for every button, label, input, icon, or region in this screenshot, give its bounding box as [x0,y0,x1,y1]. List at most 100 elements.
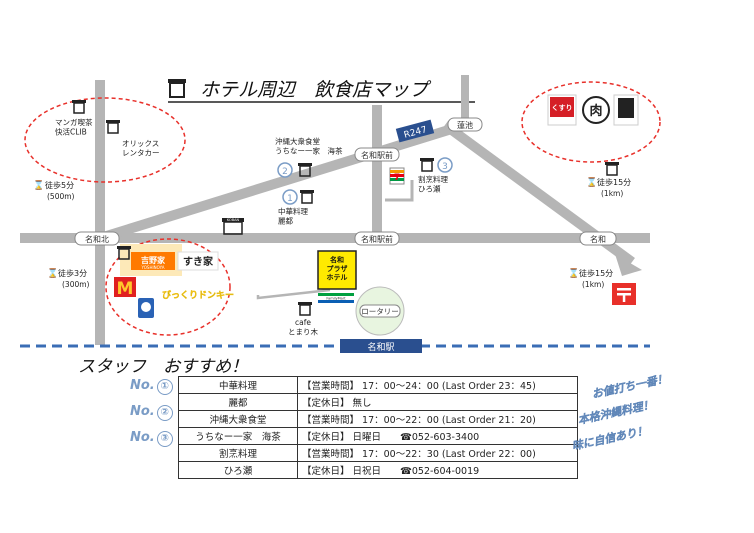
post-office-icon [612,283,636,305]
rotary: ロータリー [355,286,405,336]
svg-text:名和プラザホテル: 名和プラザホテル [327,255,348,282]
niku-logo: 肉 [582,96,610,124]
restaurants-left: 吉野家 YOSHINOYA すき家 M びっくりドンキー [114,244,234,318]
svg-text:名和駅前: 名和駅前 [361,234,393,244]
svg-text:M: M [117,279,134,299]
house-icon [117,246,131,260]
svg-text:名和北: 名和北 [85,234,109,244]
house-icon [168,79,186,98]
svg-text:名和駅前: 名和駅前 [361,150,393,160]
table-row: 沖縄大衆食堂 【営業時間】 17：00～22：00 (Last Order 21… [178,410,578,428]
bubble-manga [24,97,186,183]
okinawa-shokudo: 沖縄大衆食堂うちなー一家 海茶 2 [275,136,343,178]
map-title: ホテル周辺 飲食店マップ [200,79,432,101]
svg-text:すき家: すき家 [183,255,214,268]
svg-text:割烹料理ひろ瀬: 割烹料理ひろ瀬 [418,174,448,193]
table-row: 中華料理 【営業時間】 17：00～24：00 (Last Order 23：4… [178,376,578,394]
chuka-reito: 1 中華料理麗都 [278,189,314,225]
koban: KOBAN [222,218,244,235]
house-icon [605,162,619,176]
svg-text:(300m): (300m) [62,280,90,289]
svg-text:ロータリー: ロータリー [361,307,399,316]
bubble-restaurants-right [521,81,661,163]
number-1-marker: 1 [282,189,298,205]
building-icon [298,163,312,177]
restaurants-right: くすり 肉 [547,94,639,176]
road-small [385,180,414,202]
railway: 名和駅 [20,339,650,353]
staff-recommend-title: スタッフ おすすめ！ [78,357,248,377]
intersection-kamiike: 蓮池 [447,117,483,132]
svg-text:くすり: くすり [552,103,573,112]
svg-text:蓮池: 蓮池 [457,120,473,130]
walk-marker-4: ⌛ 徒歩15分 (1km) [568,267,613,289]
svg-text:YOSHINOYA: YOSHINOYA [141,265,165,270]
svg-text:徒歩15分: 徒歩15分 [579,268,613,278]
svg-text:肉: 肉 [589,103,602,119]
table-row: 割烹料理 【営業時間】 17：00～22：30 (Last Order 22：0… [178,444,578,462]
svg-text:(1km): (1km) [601,189,623,198]
intersection-nawa: 名和 [579,231,617,246]
hourglass-icon: ⌛ [586,176,597,188]
orix-rentacar: オリックスレンタカー [106,120,160,157]
svg-text:1: 1 [287,194,293,204]
table-row: 麗都 【定休日】 無し [178,393,578,411]
number-3-marker: 3 [437,157,453,173]
svg-text:3: 3 [442,162,448,172]
svg-text:中華料理麗都: 中華料理麗都 [278,206,308,225]
svg-text:KOBAN: KOBAN [227,218,240,222]
building-icon [298,302,312,316]
hotel-marker: 名和プラザホテル [317,250,357,290]
manga-label: マンガ喫茶快活CLIB [55,117,93,136]
familymart-icon: FamilyMart [318,293,354,303]
recommend-no-2: No.② [130,404,173,421]
table-row: ひろ瀬 【定休日】 日祝日 ☎052-604-0019 [178,461,578,479]
intersection-nawa-ekimae-south: 名和駅前 [354,231,400,246]
svg-text:びっくりドンキー: びっくりドンキー [162,289,234,301]
hourglass-icon: ⌛ [47,267,58,279]
hourglass-icon: ⌛ [33,179,44,191]
svg-text:7: 7 [394,173,400,183]
arrow-east [615,254,642,276]
walk-marker-1: ⌛ 徒歩5分 (500m) [33,179,75,201]
building-icon [72,100,86,114]
number-2-marker: 2 [277,162,293,178]
recommend-table: 中華料理 【営業時間】 17：00～24：00 (Last Order 23：4… [178,376,578,479]
svg-text:沖縄大衆食堂うちなー一家 海茶: 沖縄大衆食堂うちなー一家 海茶 [275,136,343,155]
station-label: 名和駅 [367,341,394,353]
svg-text:徒歩3分: 徒歩3分 [58,268,87,278]
title-group: ホテル周辺 飲食店マップ [168,79,475,103]
mcdonalds-logo: M [114,277,136,299]
svg-text:吉野家: 吉野家 [141,255,166,265]
svg-text:FamilyMart: FamilyMart [326,297,346,301]
blue-shop-logo [138,298,154,318]
svg-text:(500m): (500m) [47,192,75,201]
walk-marker-3: ⌛ 徒歩15分 (1km) [586,176,631,198]
building-icon [420,158,434,172]
kappo-hirose: 3 割烹料理ひろ瀬 [418,157,453,193]
svg-text:徒歩15分: 徒歩15分 [597,177,631,187]
building-icon [300,190,314,204]
izakaya-logo [613,94,639,126]
yoshinoya-logo: 吉野家 YOSHINOYA [131,252,175,270]
intersection-nawa-kita: 名和北 [74,231,120,246]
seven-eleven-icon: 7 [389,167,405,185]
manga-cafe: マンガ喫茶快活CLIB [55,100,93,136]
svg-text:名和: 名和 [590,234,606,244]
recommend-no-1: No.① [130,378,173,395]
hourglass-icon: ⌛ [568,267,579,279]
svg-text:徒歩5分: 徒歩5分 [45,180,74,190]
road-small2 [256,288,331,300]
table-row: うちなー一家 海茶 【定休日】 日曜日 ☎052-603-3400 [178,427,578,445]
intersection-nawa-ekimae: 名和駅前 [354,147,400,162]
bikkuri-donkey-logo: びっくりドンキー [162,289,234,301]
svg-text:(1km): (1km) [582,280,604,289]
building-icon [106,120,120,134]
sukiya-logo: すき家 [177,251,219,271]
kusuri-logo: くすり [547,94,577,126]
walk-marker-2: ⌛ 徒歩3分 (300m) [47,267,90,289]
orix-label: オリックスレンタカー [122,139,160,157]
